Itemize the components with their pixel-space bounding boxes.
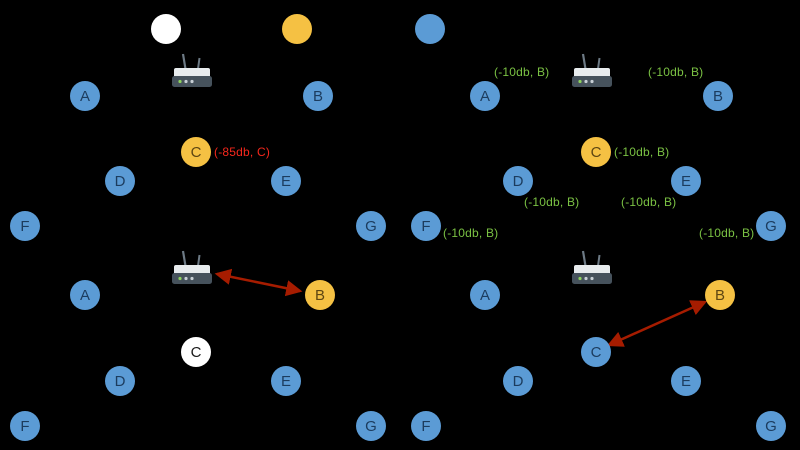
top-left-signal-annotation-0: (-85db, C)	[214, 145, 271, 159]
top-left-node-c: C	[181, 137, 211, 167]
bottom-right-node-e: E	[671, 366, 701, 396]
bottom-right-node-f: F	[411, 411, 441, 441]
top-right-signal-annotation-6: (-10db, B)	[699, 226, 755, 240]
top-left-wifi-router-icon	[169, 53, 215, 93]
top-right-signal-annotation-5: (-10db, B)	[443, 226, 499, 240]
top-left-node-d: D	[105, 166, 135, 196]
top-left-node-f: F	[10, 211, 40, 241]
top-right-node-d: D	[503, 166, 533, 196]
top-right-signal-annotation-2: (-10db, B)	[614, 145, 670, 159]
top-right-signal-annotation-1: (-10db, B)	[648, 65, 704, 79]
bottom-left-node-a: A	[70, 280, 100, 310]
top-left-node-g: G	[356, 211, 386, 241]
top-right-node-e: E	[671, 166, 701, 196]
top-right-signal-annotation-4: (-10db, B)	[621, 195, 677, 209]
bottom-right-wifi-router-icon	[569, 250, 615, 290]
bottom-right-node-g: G	[756, 411, 786, 441]
top-left-node-b: B	[303, 81, 333, 111]
top-left-node-e: E	[271, 166, 301, 196]
bottom-left-node-c: C	[181, 337, 211, 367]
bottom-left-node-b: B	[305, 280, 335, 310]
bottom-left-node-g: G	[356, 411, 386, 441]
bottom-right-node-a: A	[470, 280, 500, 310]
bottom-right-signal-arrow	[606, 300, 708, 347]
bottom-right-node-b: B	[705, 280, 735, 310]
bottom-right-node-d: D	[503, 366, 533, 396]
legend-dot-blue	[415, 14, 445, 44]
top-right-signal-annotation-3: (-10db, B)	[524, 195, 580, 209]
legend-dot-yellow	[282, 14, 312, 44]
bottom-left-node-d: D	[105, 366, 135, 396]
bottom-right-node-c: C	[581, 337, 611, 367]
wifi-router-icon	[572, 250, 612, 284]
bottom-left-node-f: F	[10, 411, 40, 441]
top-left-node-a: A	[70, 81, 100, 111]
top-right-node-g: G	[756, 211, 786, 241]
bottom-left-signal-arrow	[214, 268, 303, 297]
top-right-node-c: C	[581, 137, 611, 167]
wifi-router-icon	[572, 53, 612, 87]
legend-dot-white	[151, 14, 181, 44]
wifi-router-icon	[172, 53, 212, 87]
wifi-router-icon	[172, 250, 212, 284]
bottom-left-wifi-router-icon	[169, 250, 215, 290]
top-right-node-a: A	[470, 81, 500, 111]
top-right-node-b: B	[703, 81, 733, 111]
top-right-node-f: F	[411, 211, 441, 241]
top-right-signal-annotation-0: (-10db, B)	[494, 65, 550, 79]
top-right-wifi-router-icon	[569, 53, 615, 93]
bottom-left-node-e: E	[271, 366, 301, 396]
